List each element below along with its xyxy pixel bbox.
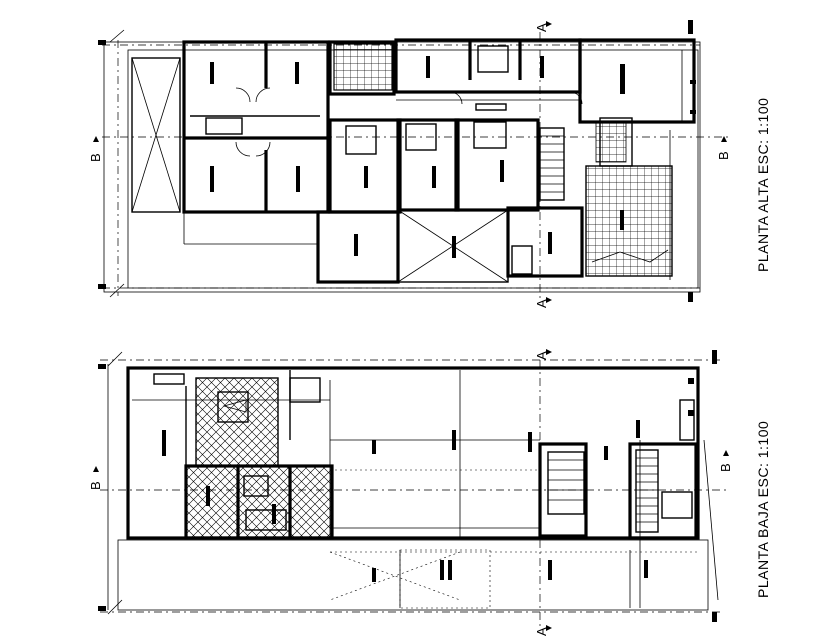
section-b-right-marker: B <box>716 136 731 160</box>
section-arrow-icon <box>546 21 552 27</box>
section-a-top-marker: A <box>534 21 552 32</box>
lower-plan-label: PLANTA BAJA ESC: 1:100 <box>755 421 771 598</box>
section-arrow-icon <box>546 297 552 303</box>
section-arrow-icon <box>93 136 99 142</box>
section-a-label: A <box>534 23 549 32</box>
section-a-label: A <box>534 299 549 308</box>
section-b-label: B <box>716 151 731 160</box>
section-arrow-icon <box>546 349 552 355</box>
section-b-left-marker: B <box>88 466 103 490</box>
upper-plan-label: PLANTA ALTA ESC: 1:100 <box>755 98 771 272</box>
section-b-label: B <box>718 463 733 472</box>
upper-plan: A A B B PLANTA ALTA ESC: 1:100 <box>88 20 771 308</box>
section-a-top-marker: A <box>534 349 552 360</box>
section-b-left-marker: B <box>88 136 103 162</box>
section-a-bottom-marker: A <box>534 625 552 636</box>
section-b-right-marker: B <box>718 450 733 472</box>
section-arrow-icon <box>93 466 99 472</box>
section-a-bottom-marker: A <box>534 297 552 308</box>
section-b-label: B <box>88 153 103 162</box>
section-b-label: B <box>88 481 103 490</box>
lower-plan: A A B B PLANTA BAJA ESC: 1:100 <box>88 349 771 636</box>
section-arrow-icon <box>723 450 729 456</box>
section-a-label: A <box>534 627 549 636</box>
section-arrow-icon <box>721 136 727 142</box>
section-a-label: A <box>534 351 549 360</box>
section-arrow-icon <box>546 625 552 631</box>
